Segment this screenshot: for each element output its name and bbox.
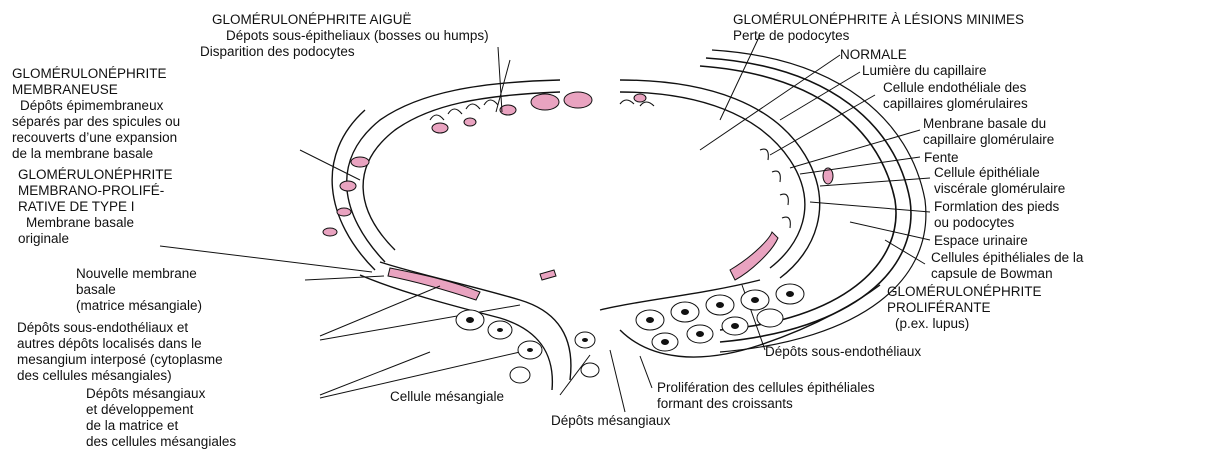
label-cellules-bowman-line-2: capsule de Bowman [931, 266, 1083, 282]
label-depots-mesangiaux-bottom: Dépôts mésangiaux [551, 413, 670, 429]
label-gn-membraneuse-title-2: MEMBRANEUSE [12, 82, 180, 98]
label-proliferation-line-1: Prolifération des cellules épithéliales [657, 380, 875, 396]
label-gn-lesions-minimes-title: GLOMÉRULONÉPHRITE À LÉSIONS MINIMES [733, 12, 1024, 28]
label-cellules-bowman-line-1: Cellules épithéliales de la [931, 250, 1083, 266]
label-proliferation-line-2: formant des croissants [657, 396, 875, 412]
label-depots-sous-endo-left-line-1: Dépôts sous-endothéliaux et [17, 320, 223, 336]
label-gn-aigue-line-1: Dépots sous-épitheliaux (bosses ou humps… [226, 28, 489, 44]
label-formation-pieds-line-2: ou podocytes [934, 215, 1059, 231]
label-gn-membraneuse-line-3: recouverts d’une expansion [12, 130, 180, 146]
label-depots-mesangiaux-left-line-4: des cellules mésangiales [86, 434, 236, 450]
label-gn-mpgn1-line-1: Membrane basale [26, 215, 173, 231]
label-cellules-bowman: Cellules épithéliales de la capsule de B… [931, 250, 1083, 282]
label-gn-lesions-minimes-line-1: Perte de podocytes [733, 28, 1024, 44]
label-cellule-mesangiale: Cellule mésangiale [390, 389, 504, 405]
label-fente: Fente [924, 150, 959, 166]
label-gn-lesions-minimes: GLOMÉRULONÉPHRITE À LÉSIONS MINIMES Pert… [733, 12, 1024, 44]
label-cellule-endotheliale-line-2: capillaires glomérulaires [883, 96, 1028, 112]
label-gn-mpgn1-title-2: MEMBRANO-PROLIFÉ- [18, 183, 173, 199]
label-depots-sous-endo-left-line-2: autres dépôts localisés dans le [17, 336, 223, 352]
label-nouvelle-membrane: Nouvelle membrane basale (matrice mésang… [76, 266, 202, 314]
label-gn-aigue: GLOMÉRULONÉPHRITE AIGUË Dépots sous-épit… [212, 12, 489, 60]
label-membrane-basale-capillaire-line-2: capillaire glomérulaire [923, 132, 1054, 148]
label-gn-membraneuse-line-2: séparés par des spicules ou [12, 114, 180, 130]
label-cellule-epitheliale-viscerale-line-1: Cellule épithéliale [934, 165, 1065, 181]
label-gn-aigue-title: GLOMÉRULONÉPHRITE AIGUË [212, 12, 489, 28]
label-depots-sous-endo-left-line-3: mesangium interposé (cytoplasme [17, 352, 223, 368]
label-gn-proliferante-title-1: GLOMÉRULONÉPHRITE [887, 284, 1042, 300]
label-cellule-endotheliale: Cellule endothéliale des capillaires glo… [883, 80, 1028, 112]
label-cellule-epitheliale-viscerale-line-2: viscérale glomérulaire [934, 181, 1065, 197]
label-gn-membraneuse: GLOMÉRULONÉPHRITE MEMBRANEUSE Dépôts épi… [12, 66, 180, 162]
label-normale-line-1: Lumière du capillaire [862, 63, 987, 79]
label-gn-mpgn1-title-3: RATIVE DE TYPE I [18, 199, 173, 215]
label-espace-urinaire: Espace urinaire [934, 233, 1028, 249]
label-normale: NORMALE Lumière du capillaire [840, 47, 987, 79]
label-gn-proliferante-title-2: PROLIFÉRANTE [887, 300, 1042, 316]
label-normale-title: NORMALE [840, 47, 987, 63]
label-depots-sous-endo-right: Dépôts sous-endothéliaux [765, 344, 921, 360]
label-nouvelle-membrane-line-1: Nouvelle membrane [76, 266, 202, 282]
label-cellule-endotheliale-line-1: Cellule endothéliale des [883, 80, 1028, 96]
label-cellule-epitheliale-viscerale: Cellule épithéliale viscérale glomérulai… [934, 165, 1065, 197]
label-gn-mpgn1-title-1: GLOMÉRULONÉPHRITE [18, 167, 173, 183]
podocyte-feet [430, 100, 790, 228]
label-depots-sous-endo-left: Dépôts sous-endothéliaux et autres dépôt… [17, 320, 223, 384]
label-formation-pieds-line-1: Formlation des pieds [934, 199, 1059, 215]
label-nouvelle-membrane-line-2: basale [76, 282, 202, 298]
label-depots-mesangiaux-left-line-2: et développement [86, 402, 236, 418]
label-gn-proliferante-line-1: (p.ex. lupus) [895, 316, 1042, 332]
label-depots-sous-endo-left-line-4: des cellules mésangiales) [17, 368, 223, 384]
label-gn-mpgn1-line-2: originale [18, 231, 173, 247]
label-gn-mpgn1: GLOMÉRULONÉPHRITE MEMBRANO-PROLIFÉ- RATI… [18, 167, 173, 247]
label-nouvelle-membrane-line-3: (matrice mésangiale) [76, 298, 202, 314]
label-gn-membraneuse-line-1: Dépôts épimembraneux [20, 98, 180, 114]
label-formation-pieds: Formlation des pieds ou podocytes [934, 199, 1059, 231]
label-proliferation: Prolifération des cellules épithéliales … [657, 380, 875, 412]
label-gn-aigue-line-2: Disparition des podocytes [200, 44, 489, 60]
label-gn-membraneuse-line-4: de la membrane basale [12, 146, 180, 162]
label-gn-membraneuse-title-1: GLOMÉRULONÉPHRITE [12, 66, 180, 82]
label-depots-mesangiaux-left-line-3: de la matrice et [86, 418, 236, 434]
label-membrane-basale-capillaire: Menbrane basale du capillaire glomérulai… [923, 116, 1054, 148]
label-gn-proliferante: GLOMÉRULONÉPHRITE PROLIFÉRANTE (p.ex. lu… [887, 284, 1042, 332]
immune-deposits [323, 92, 833, 300]
label-depots-mesangiaux-left-line-1: Dépôts mésangiaux [86, 386, 236, 402]
label-depots-mesangiaux-left: Dépôts mésangiaux et développement de la… [86, 386, 236, 450]
label-membrane-basale-capillaire-line-1: Menbrane basale du [923, 116, 1054, 132]
